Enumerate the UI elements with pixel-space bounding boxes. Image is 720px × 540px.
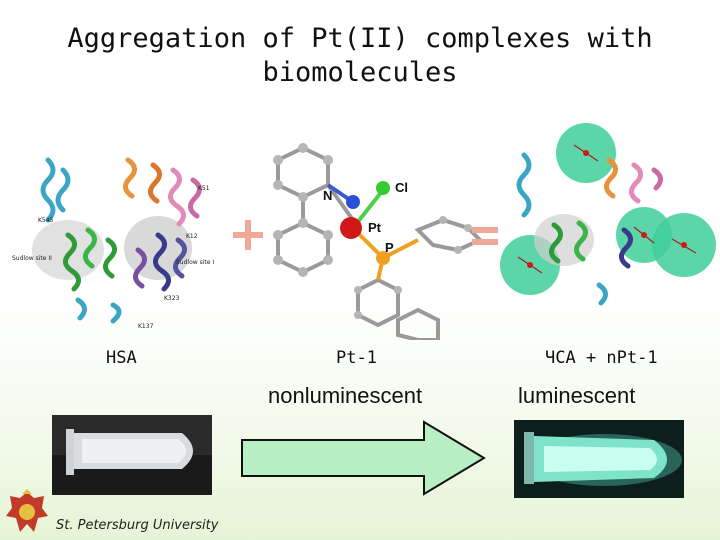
nonluminescent-label: nonluminescent: [268, 383, 422, 409]
hsa-label: HSA: [106, 348, 137, 368]
slide-title: Aggregation of Pt(II) complexes with bio…: [40, 22, 680, 90]
svg-text:Sudlow site I: Sudlow site I: [176, 259, 214, 266]
svg-text:K12: K12: [186, 233, 198, 240]
luminescent-label: luminescent: [518, 383, 635, 409]
atom-pt: Pt: [368, 220, 382, 235]
product-label: ЧСА + nPt-1: [545, 348, 658, 368]
pt1-structure-image: N Cl Pt P: [258, 140, 488, 340]
atom-p: P: [385, 240, 394, 255]
svg-text:Sudlow site II: Sudlow site II: [12, 255, 52, 262]
transition-arrow: [240, 420, 486, 496]
university-crest-logo: [4, 488, 50, 538]
atom-n: N: [323, 188, 332, 203]
hsa-pt1-aggregate-image: [494, 115, 720, 335]
luminescent-tube-photo: [514, 420, 684, 498]
hsa-protein-image: Sudlow site II Sudlow site I K51 K12 K32…: [8, 140, 230, 335]
svg-text:K51: K51: [198, 185, 210, 192]
nonluminescent-tube-photo: [52, 415, 212, 495]
atom-cl: Cl: [395, 180, 408, 195]
university-footer: St. Petersburg University: [56, 518, 218, 533]
svg-text:K137: K137: [138, 323, 154, 330]
svg-text:K323: K323: [164, 295, 180, 302]
pt1-label: Pt-1: [336, 348, 377, 368]
svg-text:K545: K545: [38, 217, 54, 224]
